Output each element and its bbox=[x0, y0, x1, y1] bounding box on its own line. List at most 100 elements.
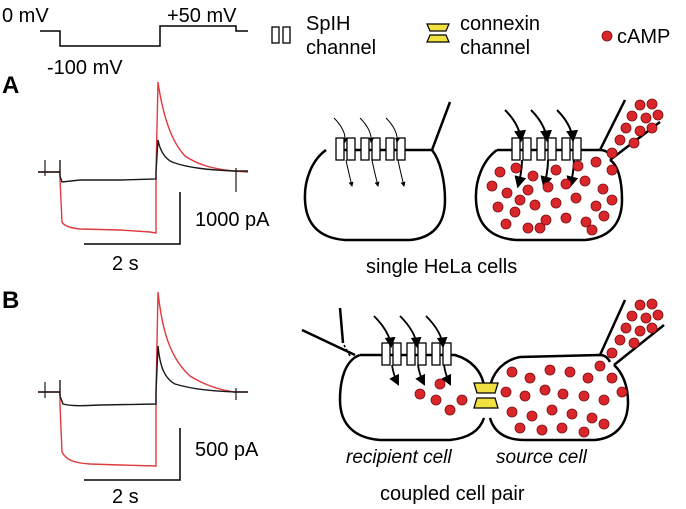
camp-dot bbox=[522, 184, 534, 196]
camp-dot bbox=[626, 310, 638, 322]
spih-channel-icon bbox=[271, 26, 291, 44]
camp-dot bbox=[634, 299, 646, 311]
legend-connexin-label: connexin bbox=[460, 13, 540, 35]
panel-b-scale-time: 2 s bbox=[112, 486, 139, 508]
camp-dot bbox=[514, 194, 526, 206]
camp-dot bbox=[557, 388, 569, 400]
camp-dot bbox=[500, 386, 512, 398]
camp-dot bbox=[500, 218, 512, 230]
camp-dot bbox=[578, 426, 590, 438]
camp-dot bbox=[550, 164, 562, 176]
panel-b-camp-dots bbox=[414, 298, 664, 438]
camp-dot bbox=[572, 160, 584, 172]
panel-b-recipient-cell bbox=[301, 307, 486, 442]
panel-a-scale-time: 2 s bbox=[112, 253, 139, 275]
camp-dot bbox=[506, 406, 518, 418]
camp-dot bbox=[524, 372, 536, 384]
voltage-protocol: 0 mV +50 mV -100 mV bbox=[2, 5, 248, 79]
source-cell-label: source cell bbox=[496, 447, 588, 468]
camp-dot bbox=[546, 404, 558, 416]
panel-a-camp-cell bbox=[474, 98, 664, 242]
camp-dot bbox=[646, 98, 658, 110]
camp-dot bbox=[510, 162, 522, 174]
camp-dot bbox=[578, 390, 590, 402]
camp-dot bbox=[626, 110, 638, 122]
camp-dot bbox=[606, 347, 618, 359]
camp-dot bbox=[634, 325, 646, 337]
camp-dot bbox=[519, 390, 531, 402]
camp-dot bbox=[606, 194, 618, 206]
camp-dot bbox=[509, 206, 521, 218]
panel-b-traces bbox=[38, 291, 248, 467]
camp-dot bbox=[486, 180, 498, 192]
panel-a-camp-channels bbox=[511, 137, 582, 161]
camp-dot bbox=[522, 222, 534, 234]
protocol-trace bbox=[40, 25, 248, 47]
protocol-holding-label: 0 mV bbox=[2, 5, 49, 27]
camp-dot bbox=[616, 386, 628, 398]
legend-channel-label: channel bbox=[306, 37, 376, 59]
camp-dot bbox=[652, 309, 664, 321]
camp-dot bbox=[586, 412, 598, 424]
camp-dot bbox=[566, 408, 578, 420]
camp-dot bbox=[628, 137, 640, 149]
camp-dot bbox=[620, 122, 632, 134]
camp-dot bbox=[597, 183, 609, 195]
camp-dot bbox=[526, 410, 538, 422]
camp-dot bbox=[606, 164, 618, 176]
camp-dot bbox=[614, 334, 626, 346]
panel-b-recipient-arrows bbox=[373, 315, 451, 386]
camp-dot bbox=[529, 199, 541, 211]
legend-connexin-channel-label: channel bbox=[460, 37, 530, 59]
camp-dot bbox=[501, 187, 513, 199]
camp-dot bbox=[580, 216, 592, 228]
panel-a-letter: A bbox=[2, 72, 19, 99]
legend-spih-label: SpIH bbox=[306, 13, 350, 35]
camp-dot bbox=[539, 384, 551, 396]
panel-b-scale-current: 500 pA bbox=[195, 439, 259, 461]
camp-dot bbox=[590, 200, 602, 212]
camp-dot bbox=[534, 222, 546, 234]
camp-dot bbox=[620, 322, 632, 334]
camp-dot bbox=[536, 424, 548, 436]
panel-b-recipient-channels bbox=[381, 342, 452, 366]
camp-dot bbox=[556, 422, 568, 434]
camp-dot bbox=[652, 109, 664, 121]
panel-b-trace-camp bbox=[38, 291, 248, 467]
panel-b-caption: coupled cell pair bbox=[380, 483, 525, 505]
camp-dot bbox=[579, 175, 591, 187]
camp-dot bbox=[606, 372, 618, 384]
camp-dot bbox=[614, 134, 626, 146]
camp-dot bbox=[494, 166, 506, 178]
panel-b-scalebar: 500 pA 2 s bbox=[84, 428, 259, 508]
recipient-cell-label: recipient cell bbox=[346, 447, 452, 468]
legend-camp-label: cAMP bbox=[617, 26, 670, 48]
camp-dot bbox=[540, 214, 552, 226]
camp-dot bbox=[492, 201, 504, 213]
camp-dot bbox=[646, 322, 658, 334]
camp-dot bbox=[646, 298, 658, 310]
camp-dot bbox=[634, 99, 646, 111]
panel-a-control-channels bbox=[335, 137, 406, 161]
camp-dot bbox=[560, 178, 572, 190]
camp-dot bbox=[586, 224, 598, 236]
connexin-channel-icon bbox=[473, 382, 499, 409]
panel-b-trace-control bbox=[38, 345, 248, 407]
camp-dot bbox=[430, 394, 442, 406]
protocol-depol-label: +50 mV bbox=[167, 5, 237, 27]
camp-dot bbox=[598, 394, 610, 406]
camp-dot bbox=[414, 388, 426, 400]
legend: SpIH channel connexin channel cAMP bbox=[271, 13, 670, 59]
camp-dot bbox=[598, 418, 610, 430]
connexin-icon bbox=[426, 23, 450, 43]
camp-dot bbox=[634, 125, 646, 137]
camp-dot bbox=[434, 378, 446, 390]
protocol-hyper-label: -100 mV bbox=[47, 57, 123, 79]
camp-dot bbox=[590, 156, 602, 168]
panel-a-caption: single HeLa cells bbox=[366, 256, 517, 278]
panel-a-control-arrows bbox=[333, 117, 406, 187]
panel-a-scale-current: 1000 pA bbox=[195, 209, 270, 231]
camp-dot bbox=[628, 337, 640, 349]
camp-dot bbox=[646, 122, 658, 134]
